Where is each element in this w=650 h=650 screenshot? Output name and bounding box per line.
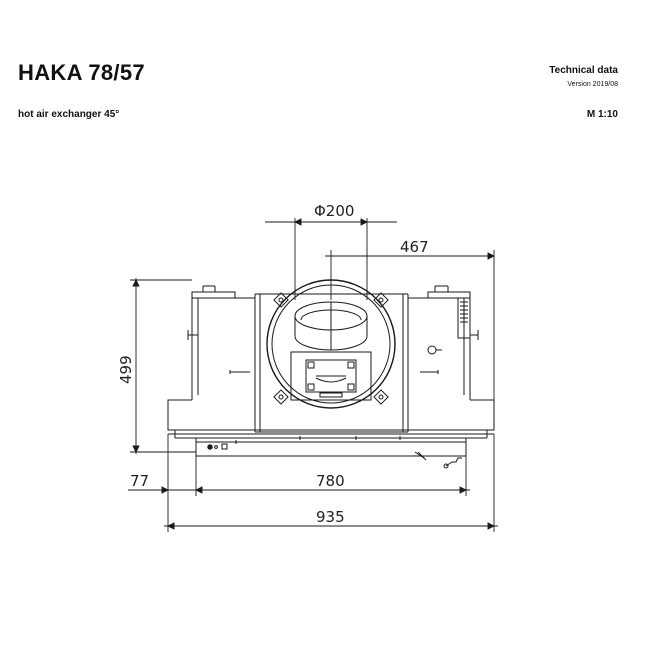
dim-left-margin: 77 — [130, 472, 149, 490]
dim-pipe-diameter: Φ200 — [314, 202, 354, 220]
circular-outlet — [266, 279, 396, 409]
version-label: Version 2019/08 — [567, 81, 618, 88]
dimension-lines — [128, 218, 498, 532]
scale-label: M 1:10 — [586, 109, 618, 120]
product-subtitle: hot air exchanger 45° — [18, 109, 120, 120]
dim-offset-right: 467 — [400, 238, 429, 256]
document-type: Technical data — [549, 65, 618, 76]
dim-inner-width: 780 — [316, 472, 345, 490]
product-title: HAKA 78/57 — [18, 60, 145, 85]
dim-height: 499 — [117, 355, 135, 384]
heat-exchanger-body — [167, 285, 495, 469]
dim-total-width: 935 — [316, 508, 345, 526]
